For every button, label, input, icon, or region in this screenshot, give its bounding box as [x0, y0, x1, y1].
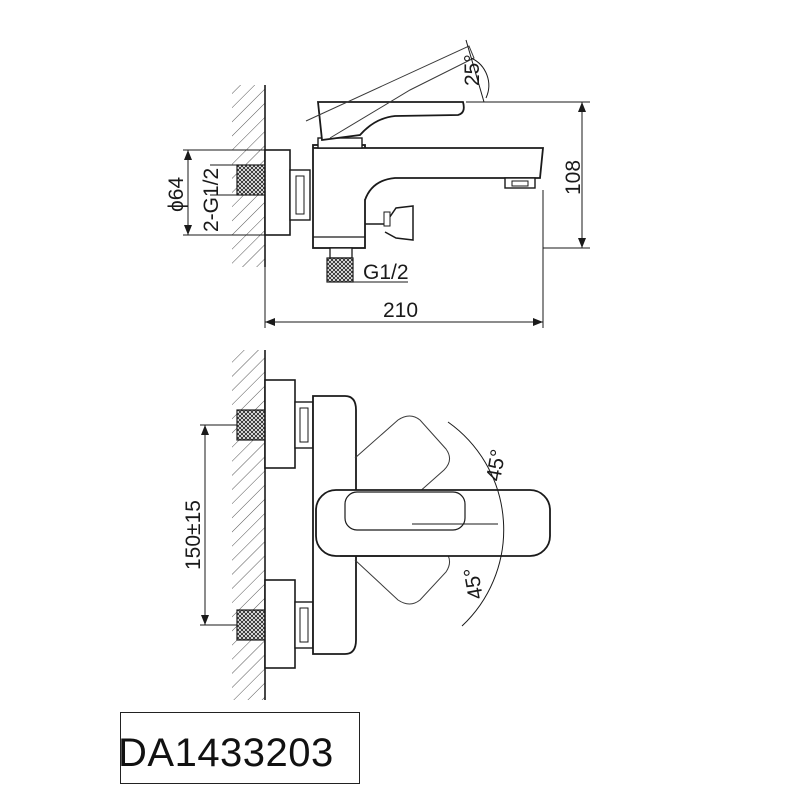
angle-45-lower-label: 45°: [460, 566, 488, 601]
spacing-150-label: 150±15: [182, 500, 205, 570]
angle-25-label: 25°: [461, 54, 484, 86]
wall-flange-top-lower: [264, 579, 296, 669]
angle-45-upper-label: 45°: [482, 448, 510, 483]
outlet-thread-side: [326, 257, 354, 283]
lever-handle-side: [317, 101, 465, 142]
dimension-width-210: 210: [264, 190, 544, 328]
wall-flange-side: [264, 149, 291, 236]
bottom-outlet-side: [329, 247, 353, 259]
wall-flange-top-upper: [264, 379, 296, 469]
outlet-thread-label: G1/2: [363, 261, 409, 284]
height-108-label: 108: [562, 160, 585, 195]
dimension-height-108: 108: [466, 101, 590, 249]
dimension-angle-25: 25°: [461, 39, 490, 103]
wall-hatch-top: [232, 350, 266, 700]
dimension-angle-45: 45° 45°: [412, 421, 510, 627]
inlet-thread-top-upper: [236, 409, 266, 441]
inlet-thread-label: 2-G1/2: [200, 168, 223, 232]
dimension-diameter-64: ϕ64: [165, 149, 265, 236]
dimension-inlet-thread: 2-G1/2: [200, 164, 237, 232]
width-210-label: 210: [383, 299, 418, 322]
top-view: 45° 45° 150±15: [182, 350, 551, 700]
model-code: DA1433203: [118, 731, 334, 775]
inlet-thread-top-lower: [236, 609, 266, 641]
dimension-spacing-150: 150±15: [182, 424, 237, 626]
inlet-thread-side: [236, 164, 266, 196]
diameter-64-label: ϕ64: [165, 177, 188, 212]
side-view: 25° 108 ϕ64 2-G1/2 G1/2: [165, 39, 590, 328]
model-label-box: [120, 712, 360, 784]
lever-inner-top: [344, 491, 466, 531]
lever-ghost-side: [305, 45, 475, 139]
